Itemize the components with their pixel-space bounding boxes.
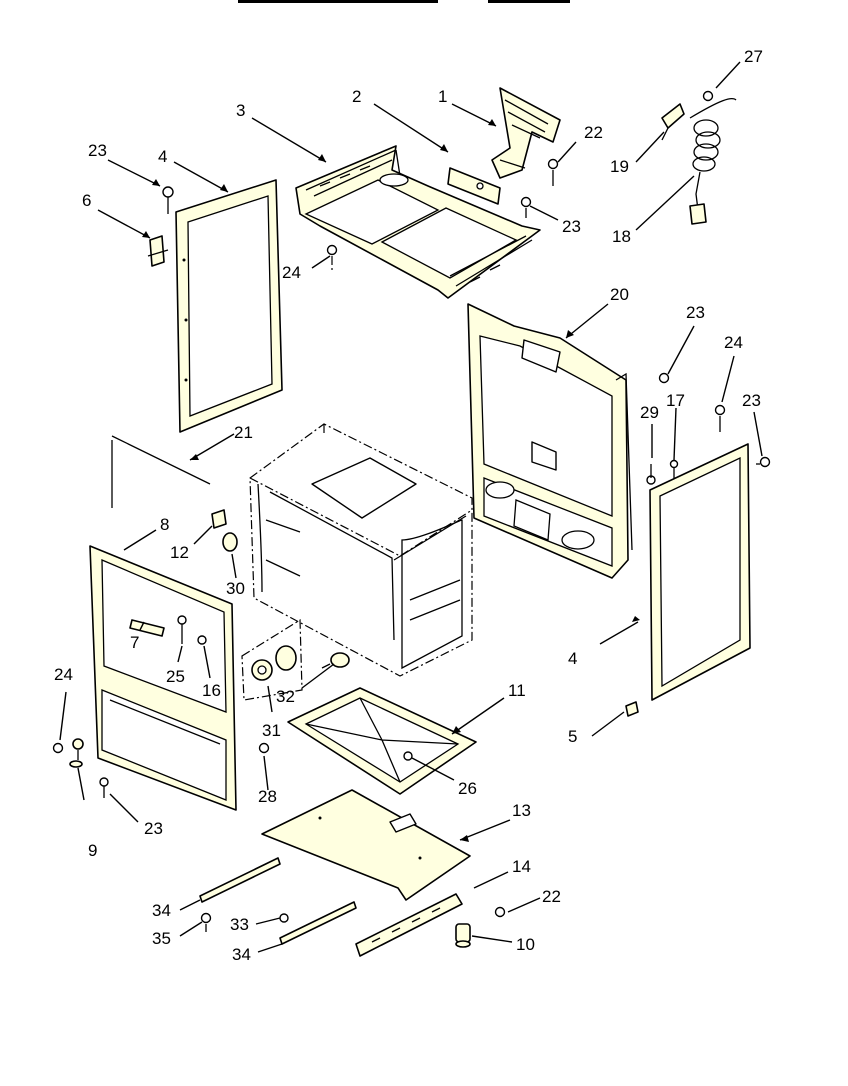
part-11-drawer (287, 687, 477, 795)
cropped-header-marks (238, 0, 570, 3)
part-14-rail (355, 893, 463, 957)
part-31-knob (241, 618, 303, 701)
callout-17: 17 (666, 391, 685, 410)
callout-23-right: 23 (742, 391, 761, 410)
screw-25 (177, 615, 187, 644)
screw-23-right (756, 456, 771, 468)
part-33-screw (279, 913, 289, 923)
callout-28: 28 (258, 787, 277, 806)
callout-16: 16 (202, 681, 221, 700)
screw-24-lower (52, 742, 64, 754)
screw-22-top (547, 158, 559, 186)
part-12-clip (211, 509, 227, 529)
callout-7: 7 (130, 633, 139, 652)
part-34-slide-lower (279, 901, 357, 945)
callout-22-top: 22 (584, 123, 603, 142)
callout-20: 20 (610, 285, 629, 304)
callout-4-top-left: 4 (158, 147, 167, 166)
screw-23-lower (99, 777, 109, 798)
part-2-bracket (447, 167, 501, 205)
screw-23-back (658, 372, 670, 384)
part-3-top-frame (295, 145, 541, 299)
part-4-left-side-panel (175, 179, 283, 433)
callout-23-back: 23 (686, 303, 705, 322)
part-1-vent-duct (491, 87, 561, 179)
screw-23-bracket (520, 196, 532, 218)
callout-23-lower: 23 (144, 819, 163, 838)
part-30-plug (222, 532, 238, 552)
part-20-back-panel (467, 303, 633, 579)
callout-11: 11 (508, 681, 526, 700)
part-21-insulation (111, 435, 211, 508)
callout-21: 21 (234, 423, 253, 442)
callout-31: 31 (262, 721, 281, 740)
oven-cavity (249, 423, 473, 677)
part-9-leveler (69, 738, 84, 768)
part-5-clip (625, 701, 639, 717)
part-18-power-cord (689, 97, 737, 225)
callout-24-right: 24 (724, 333, 743, 352)
part-19-strain-relief (661, 103, 685, 141)
part-6-clip (147, 235, 169, 267)
callout-labels: 1 2 3 4 4 5 6 7 8 9 10 11 12 13 14 16 17… (54, 47, 763, 964)
leader-lines (59, 61, 763, 953)
callout-13: 13 (512, 801, 531, 820)
callout-19: 19 (610, 157, 629, 176)
callout-14: 14 (512, 857, 531, 876)
callout-30: 30 (226, 579, 245, 598)
callout-34-lower: 34 (232, 945, 251, 964)
callout-2: 2 (352, 87, 361, 106)
part-27-screw (702, 90, 714, 102)
callout-18: 18 (612, 227, 631, 246)
screw-28 (258, 742, 270, 754)
callout-23-top-left: 23 (88, 141, 107, 160)
screw-23-left-panel (162, 186, 174, 214)
part-13-bottom-panel (261, 789, 471, 901)
callout-12: 12 (170, 543, 189, 562)
callout-23-bracket: 23 (562, 217, 581, 236)
screw-24-right (714, 404, 726, 432)
screw-16 (197, 635, 207, 645)
callout-10: 10 (516, 935, 535, 954)
part-4-right-side-panel (649, 443, 751, 701)
callout-24-lower: 24 (54, 665, 73, 684)
callout-3: 3 (236, 101, 245, 120)
callout-26: 26 (458, 779, 477, 798)
screw-29 (646, 464, 656, 485)
callout-32: 32 (276, 687, 295, 706)
screw-24-top-frame (326, 244, 338, 270)
part-35-screw (200, 912, 212, 932)
screw-22-lower (494, 906, 506, 918)
callout-35: 35 (152, 929, 171, 948)
callout-6: 6 (82, 191, 91, 210)
callout-1: 1 (438, 87, 447, 106)
callout-4-right: 4 (568, 649, 577, 668)
callout-24-top: 24 (282, 263, 301, 282)
callout-29: 29 (640, 403, 659, 422)
callout-9: 9 (88, 841, 97, 860)
part-34-slide-upper (199, 857, 281, 903)
callout-5: 5 (568, 727, 577, 746)
callout-22-bottom: 22 (542, 887, 561, 906)
part-7-label (129, 619, 165, 637)
callout-27: 27 (744, 47, 763, 66)
callout-34-upper: 34 (152, 901, 171, 920)
callout-25: 25 (166, 667, 185, 686)
part-32-knob (321, 652, 350, 669)
callout-33: 33 (230, 915, 249, 934)
part-8-front-frame (89, 545, 237, 811)
part-10-leveler (455, 923, 471, 948)
callout-8: 8 (160, 515, 169, 534)
